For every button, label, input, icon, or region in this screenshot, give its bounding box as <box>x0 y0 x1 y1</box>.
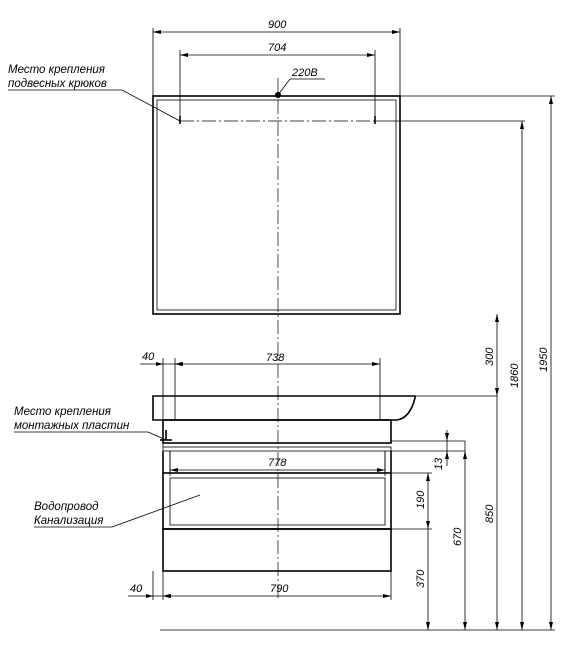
dim-300: 300 <box>484 314 499 396</box>
dim-40-top: 40 <box>140 351 182 420</box>
svg-text:40: 40 <box>142 351 155 363</box>
dim-1860: 1860 <box>509 121 524 630</box>
pipes-label-line2: Канализация <box>34 515 103 527</box>
hooks-label-line1: Место крепления <box>8 64 105 76</box>
dim-778: 778 <box>169 451 386 476</box>
svg-text:370: 370 <box>415 569 427 588</box>
svg-text:40: 40 <box>130 583 143 595</box>
svg-text:300: 300 <box>484 347 496 366</box>
svg-text:13: 13 <box>433 457 445 470</box>
hooks-label-line2: подвесных крюков <box>8 78 107 90</box>
dim-738: 738 <box>174 352 381 420</box>
dim-190: 190 <box>415 473 430 529</box>
washbasin <box>152 395 497 421</box>
socket-label: 220В <box>291 67 318 79</box>
dim-13: 13 <box>433 430 449 470</box>
dim-1950: 1950 <box>538 96 553 630</box>
dim-670: 670 <box>452 441 467 630</box>
dim-790: 790 <box>162 571 392 600</box>
cabinet-body <box>162 419 392 572</box>
svg-text:738: 738 <box>266 352 285 364</box>
svg-text:900: 900 <box>268 19 287 31</box>
dim-850: 850 <box>484 396 499 630</box>
dim-370: 370 <box>415 529 430 630</box>
svg-text:1950: 1950 <box>538 347 550 372</box>
svg-text:704: 704 <box>268 42 286 54</box>
svg-text:778: 778 <box>268 457 287 469</box>
pipes-label-line1: Водопровод <box>34 501 98 513</box>
dim-704: 704 <box>179 42 376 121</box>
dim-40-bottom: 40 <box>128 571 170 600</box>
dim-900: 900 <box>152 19 401 96</box>
svg-text:670: 670 <box>452 527 464 546</box>
svg-text:790: 790 <box>270 583 289 595</box>
svg-text:1860: 1860 <box>509 363 521 388</box>
pipes-zone <box>169 477 386 526</box>
svg-text:850: 850 <box>484 504 496 523</box>
plates-label-line2: монтажных пластин <box>14 420 130 432</box>
svg-text:190: 190 <box>415 490 427 509</box>
plates-label-line1: Место крепления <box>14 406 111 418</box>
mirror <box>152 95 401 315</box>
